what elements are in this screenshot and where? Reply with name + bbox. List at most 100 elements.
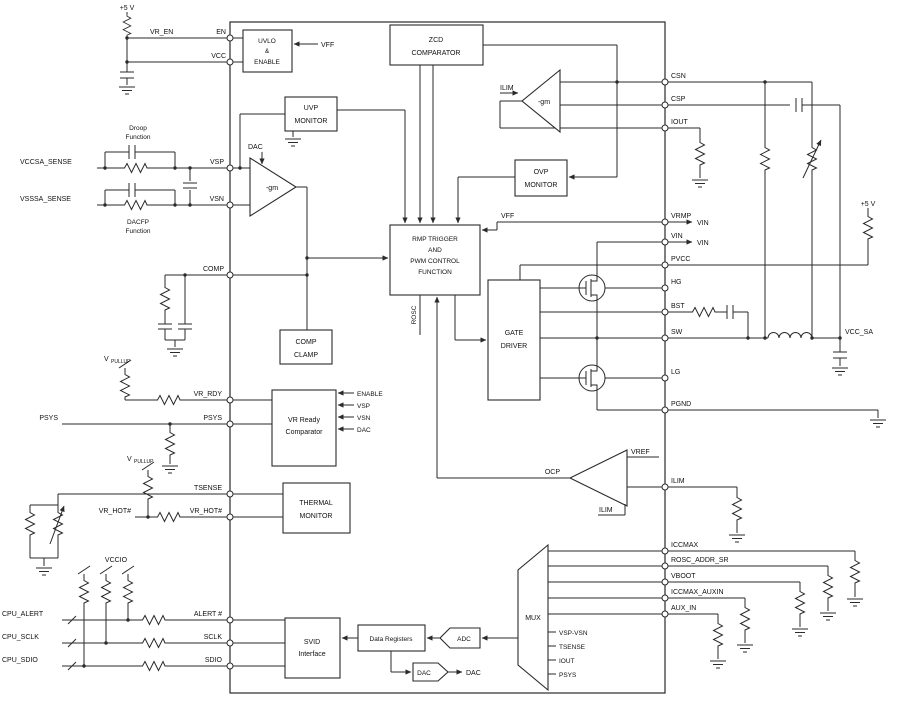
resistor-symbol [143, 473, 153, 501]
mux-input-1: VSP-VSN [559, 630, 588, 637]
capacitor-symbol [178, 323, 192, 330]
pin-pgnd-label: PGND [671, 401, 691, 408]
pin-sw [661, 334, 669, 342]
rmp-line2: AND [428, 247, 442, 254]
ground-icon [869, 419, 887, 428]
mux-input-3: IOUT [559, 658, 575, 665]
pin-vin-label: VIN [671, 233, 683, 240]
gate-driver-block [487, 279, 541, 401]
thermal-line2: MONITOR [300, 513, 333, 520]
connect-tick [118, 359, 132, 369]
connect-tick [99, 565, 113, 575]
ground-icon [284, 138, 302, 147]
pin-ilim [661, 483, 669, 491]
rmp-line3: PWM CONTROL [410, 258, 460, 265]
connect-tick [67, 615, 77, 625]
dac-input-label: DAC [357, 427, 371, 434]
pin-csn [661, 78, 669, 86]
pin-vcc [226, 58, 234, 66]
resistor-symbol [713, 620, 723, 648]
pin-sdio-label: SDIO [205, 657, 223, 664]
vr-hot-ext-label: VR_HOT# [99, 508, 131, 515]
uvp-line1: UVP [304, 105, 319, 112]
pin-hg-label: HG [671, 279, 682, 286]
ic-boundary [229, 21, 666, 694]
dac-block [412, 662, 449, 682]
pin-vin [661, 238, 669, 246]
pin-csp-label: CSP [671, 96, 686, 103]
resistor-symbol [139, 661, 167, 671]
ground-icon [709, 660, 727, 669]
dac-out-label: DAC [466, 670, 481, 677]
ilim-gm-label: ILIM [500, 85, 514, 92]
pin-bst [661, 308, 669, 316]
pin-tsense [226, 490, 234, 498]
supply-5v-right-label: +5 V [861, 201, 876, 208]
pin-rosc-addr-sr [661, 562, 669, 570]
ground-icon [728, 534, 746, 543]
pin-sw-label: SW [671, 329, 683, 336]
ocp-label: OCP [545, 469, 561, 476]
pin-iout-label: IOUT [671, 119, 688, 126]
ground-icon [118, 86, 136, 95]
pin-vsp [226, 164, 234, 172]
ovp-line2: MONITOR [525, 182, 558, 189]
pin-pvcc [661, 261, 669, 269]
resistor-symbol [760, 144, 770, 172]
pin-vrmp [661, 218, 669, 226]
components [25, 13, 887, 671]
svid-line2: Interface [298, 651, 325, 658]
rmp-line4: FUNCTION [418, 269, 452, 276]
capacitor-symbol [120, 71, 134, 79]
pin-pgnd [661, 406, 669, 414]
vff-rmp-label: VFF [501, 213, 514, 220]
clamp-line2: CLAMP [294, 352, 318, 359]
thermal-monitor-block [282, 482, 351, 534]
connect-tick [67, 638, 77, 648]
droop-function-label: Droop [129, 125, 147, 132]
pin-csn-label: CSN [671, 73, 686, 80]
ground-icon [831, 367, 849, 376]
pin-psys-label: PSYS [203, 415, 222, 422]
pin-vr-rdy [226, 396, 234, 404]
resistor-symbol [121, 200, 149, 210]
pin-aux-in [661, 610, 669, 618]
mux-input-2: TSENSE [559, 644, 586, 651]
uvlo-line2: & [265, 48, 270, 55]
vref-label: VREF [631, 449, 650, 456]
svid-line1: SVID [304, 639, 320, 646]
vpullup-sub-1: PULLUP [111, 359, 131, 365]
capacitor-symbol [158, 323, 172, 330]
vccsa-sense-label: VCCSA_SENSE [20, 159, 72, 166]
ilim-ocp-label: ILIM [599, 507, 613, 514]
pin-vcc-label: VCC [211, 53, 226, 60]
driver-line1: GATE [505, 330, 524, 337]
resistor-symbol [121, 163, 149, 173]
resistor-symbol [154, 512, 182, 522]
ic-pins [226, 34, 669, 670]
resistor-symbol [122, 13, 132, 37]
wires [29, 12, 879, 672]
resistor-symbol [120, 371, 130, 399]
zcd-comparator-block [389, 24, 484, 66]
ground-icon [166, 348, 184, 357]
gm-err-label: -gm [266, 185, 278, 192]
adc-label: ADC [457, 636, 471, 643]
pin-comp [226, 271, 234, 279]
pin-rosc-label: ROSC_ADDR_SR [671, 557, 729, 564]
vin-ext-label-a: VIN [697, 220, 709, 227]
pin-iccmax-label: ICCMAX [671, 542, 699, 549]
high-side-mosfet [578, 274, 606, 302]
dac-block-label: DAC [417, 670, 431, 677]
pin-hg [661, 284, 669, 292]
clamp-line1: COMP [296, 339, 317, 346]
supply-5v-left-label: +5 V [120, 5, 135, 12]
rosc-label: ROSC [411, 305, 418, 324]
resistor-symbol [863, 213, 873, 241]
pin-alert-label: ALERT # [194, 611, 222, 618]
ovp-monitor-block [514, 159, 568, 197]
ground-icon [819, 612, 837, 621]
pin-ilim-label: ILIM [671, 478, 685, 485]
adc-block [439, 627, 481, 649]
